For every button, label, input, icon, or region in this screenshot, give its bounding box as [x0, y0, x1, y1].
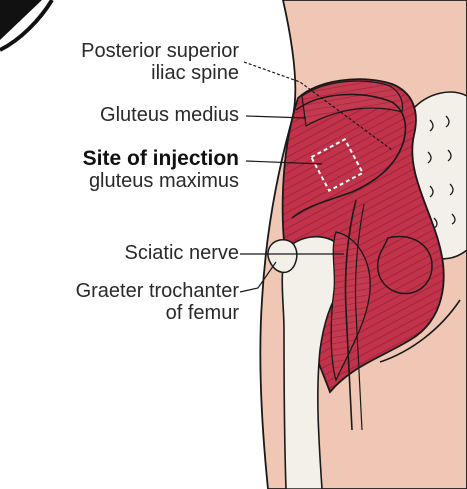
site-of-injection-text: Site of injection: [83, 148, 239, 170]
trochanter-line-2: of femur: [76, 302, 239, 324]
label-gluteus-medius: Gluteus medius: [100, 104, 239, 126]
label-site-of-injection: Site of injection gluteus maximus: [83, 148, 239, 192]
gluteus-maximus-text: gluteus maximus: [83, 170, 239, 192]
label-greater-trochanter: Graeter trochanter of femur: [76, 280, 239, 324]
gluteus-medius-text: Gluteus medius: [100, 104, 239, 126]
label-posterior-superior-iliac-spine: Posterior superior iliac spine: [81, 40, 239, 84]
sciatic-nerve-text: Sciatic nerve: [125, 242, 240, 264]
label-sciatic-nerve: Sciatic nerve: [125, 242, 240, 264]
trochanter-line-1: Graeter trochanter: [76, 280, 239, 302]
psis-line-2: iliac spine: [81, 62, 239, 84]
corner-badge: [0, 0, 52, 50]
psis-line-1: Posterior superior: [81, 40, 239, 62]
